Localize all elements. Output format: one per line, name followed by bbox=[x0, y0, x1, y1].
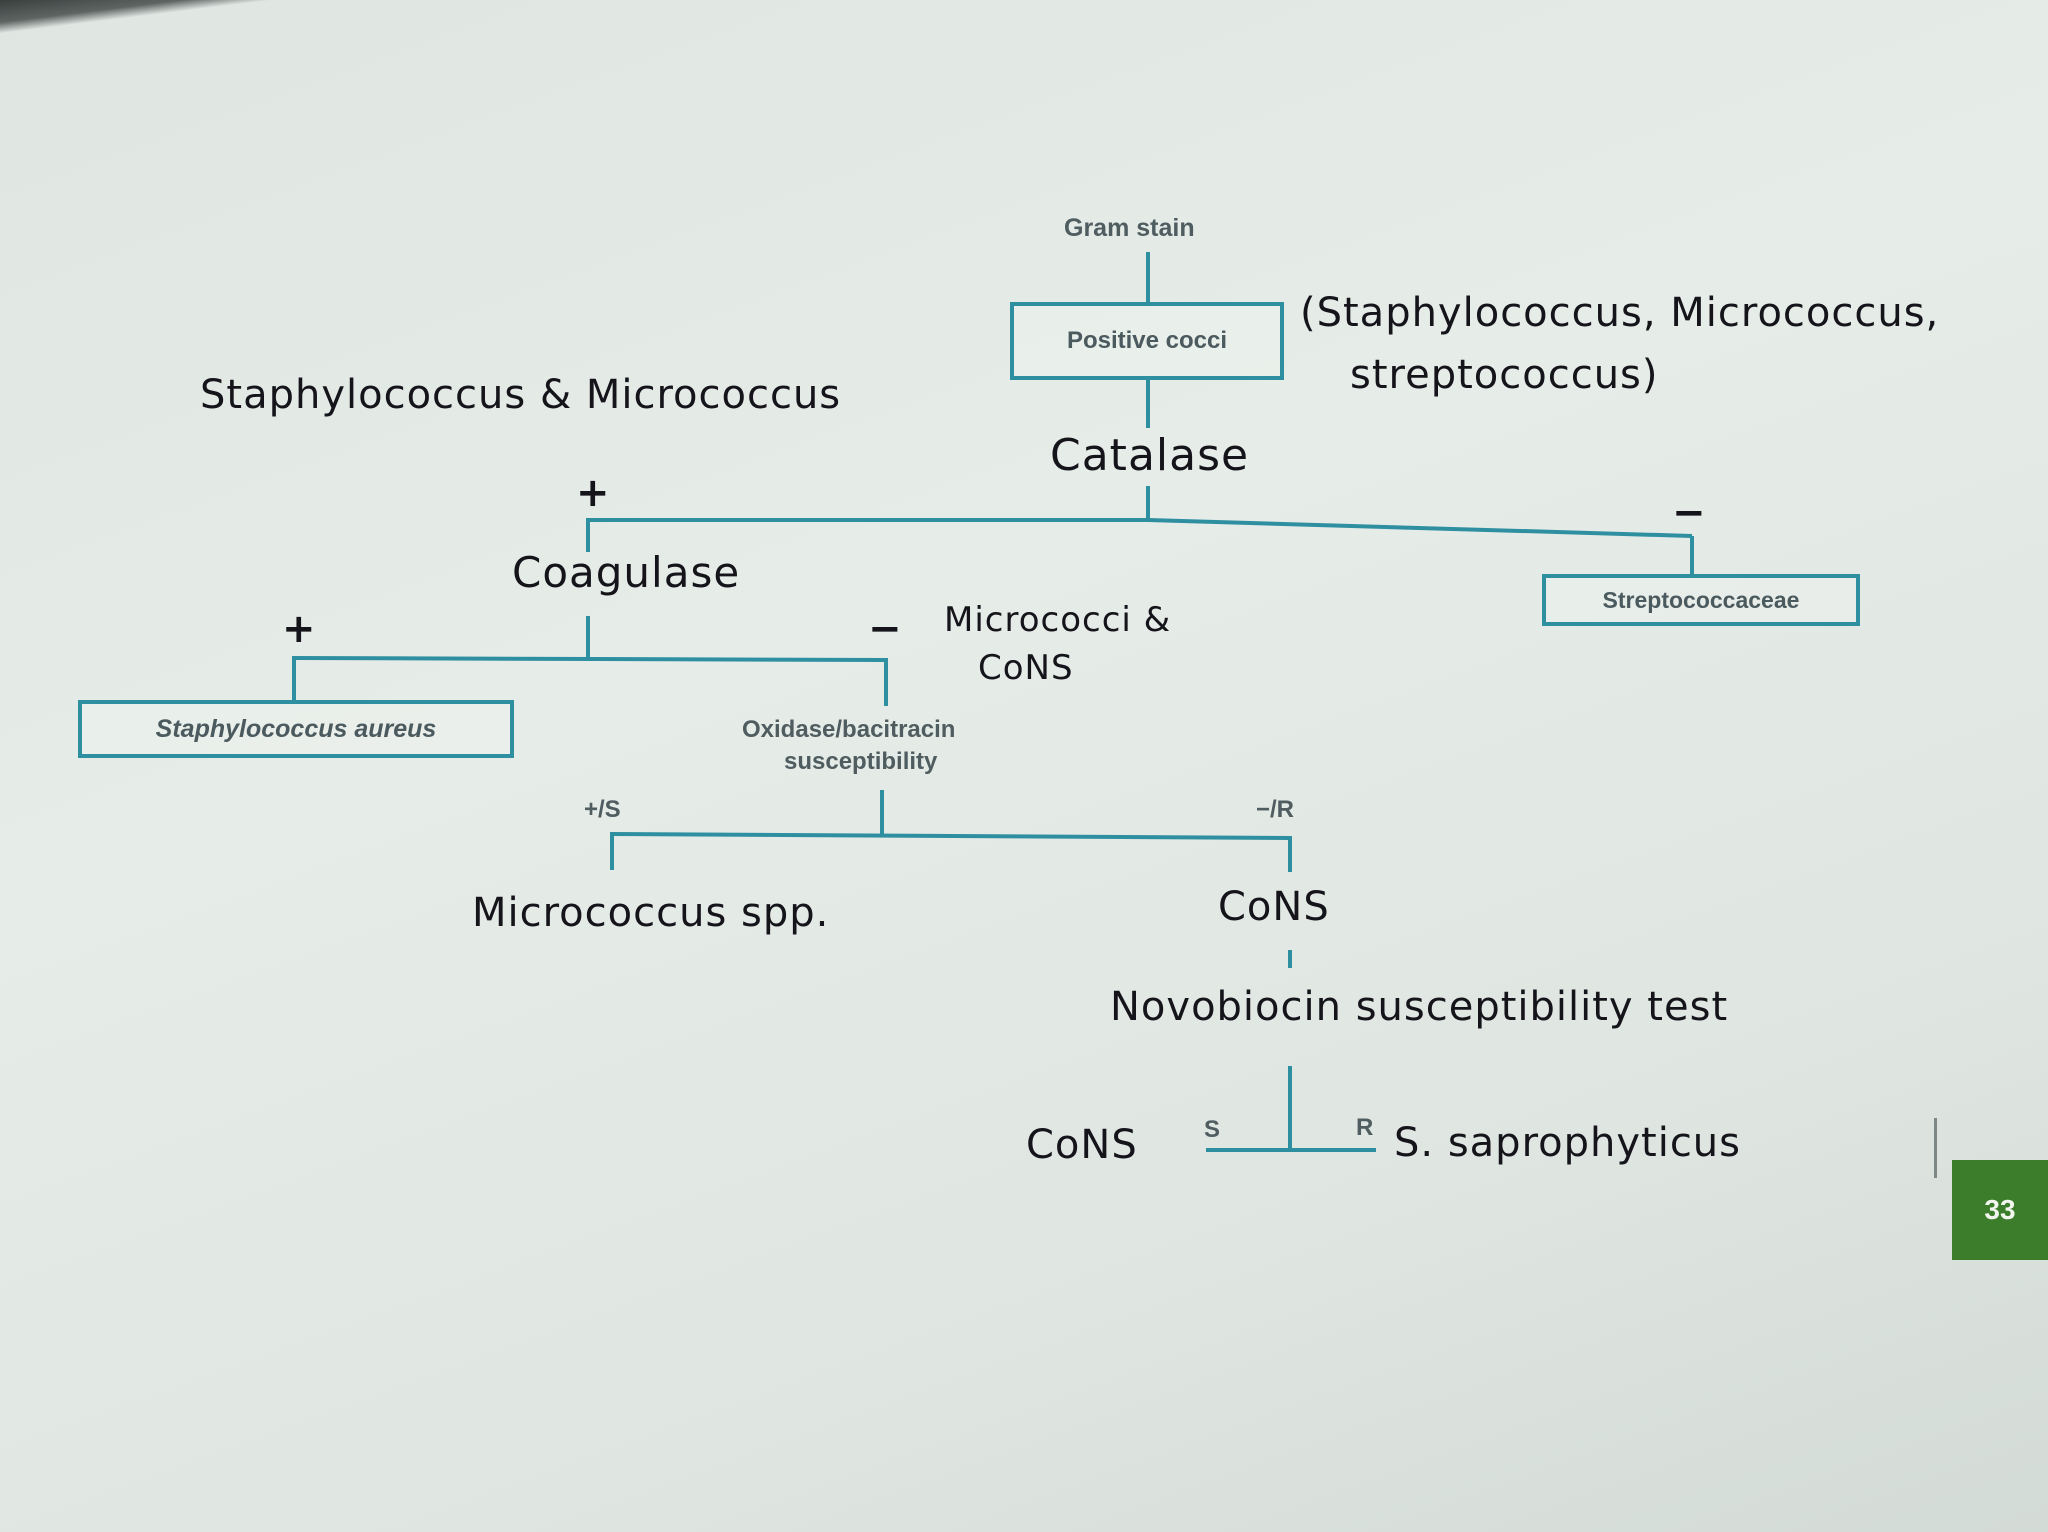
oxidase-label-line2: susceptibility bbox=[784, 748, 938, 775]
saprophyticus-label: S. saprophyticus bbox=[1394, 1120, 1741, 1166]
positive-cocci-box: Positive cocci bbox=[1010, 302, 1284, 380]
positive-cocci-label: Positive cocci bbox=[1066, 327, 1228, 354]
novobiocin-label: Novobiocin susceptibility test bbox=[1110, 984, 1729, 1030]
catalase-positive-sign: + bbox=[576, 470, 610, 516]
connector-oxidase-split bbox=[609, 832, 1291, 840]
connector-coagulase-split bbox=[291, 656, 887, 662]
connector-catalase-split bbox=[588, 518, 1693, 538]
micrococcus-spp-label: Micrococcus spp. bbox=[472, 890, 830, 936]
staph-micro-annotation: Staphylococcus & Micrococcus bbox=[200, 372, 842, 418]
novobiocin-s-label: S bbox=[1204, 1116, 1221, 1143]
staph-aureus-label: Staphylococcus aureus bbox=[155, 714, 437, 743]
gram-stain-label: Gram stain bbox=[1064, 214, 1195, 242]
coagulase-label: Coagulase bbox=[512, 548, 741, 597]
oxidase-negative-label: −/R bbox=[1256, 796, 1295, 823]
staph-aureus-box: Staphylococcus aureus bbox=[78, 700, 514, 758]
coagulase-positive-sign: + bbox=[282, 606, 316, 652]
catalase-label: Catalase bbox=[1050, 430, 1250, 481]
micrococci-annotation-line1: Micrococci & bbox=[944, 600, 1172, 640]
streptococcaceae-box: Streptococcaceae bbox=[1542, 574, 1860, 626]
cons-mid-label: CoNS bbox=[1218, 884, 1330, 930]
page-number-badge: 33 bbox=[1952, 1160, 2048, 1260]
micrococci-annotation-line2: CoNS bbox=[978, 648, 1074, 688]
novobiocin-r-label: R bbox=[1356, 1114, 1374, 1141]
oxidase-positive-label: +/S bbox=[584, 796, 621, 823]
margin-rule bbox=[1934, 1118, 1937, 1178]
cons-bottom-label: CoNS bbox=[1026, 1122, 1138, 1168]
page-number: 33 bbox=[1984, 1194, 2016, 1225]
catalase-negative-sign: − bbox=[1672, 490, 1706, 536]
coagulase-negative-sign: − bbox=[868, 606, 902, 652]
oxidase-label-line1: Oxidase/bacitracin bbox=[742, 716, 956, 743]
streptococcaceae-label: Streptococcaceae bbox=[1602, 586, 1800, 613]
cocci-types-annotation-line2: streptococcus) bbox=[1350, 352, 1659, 398]
cocci-types-annotation-line1: (Staphylococcus, Micrococcus, bbox=[1300, 290, 1940, 336]
